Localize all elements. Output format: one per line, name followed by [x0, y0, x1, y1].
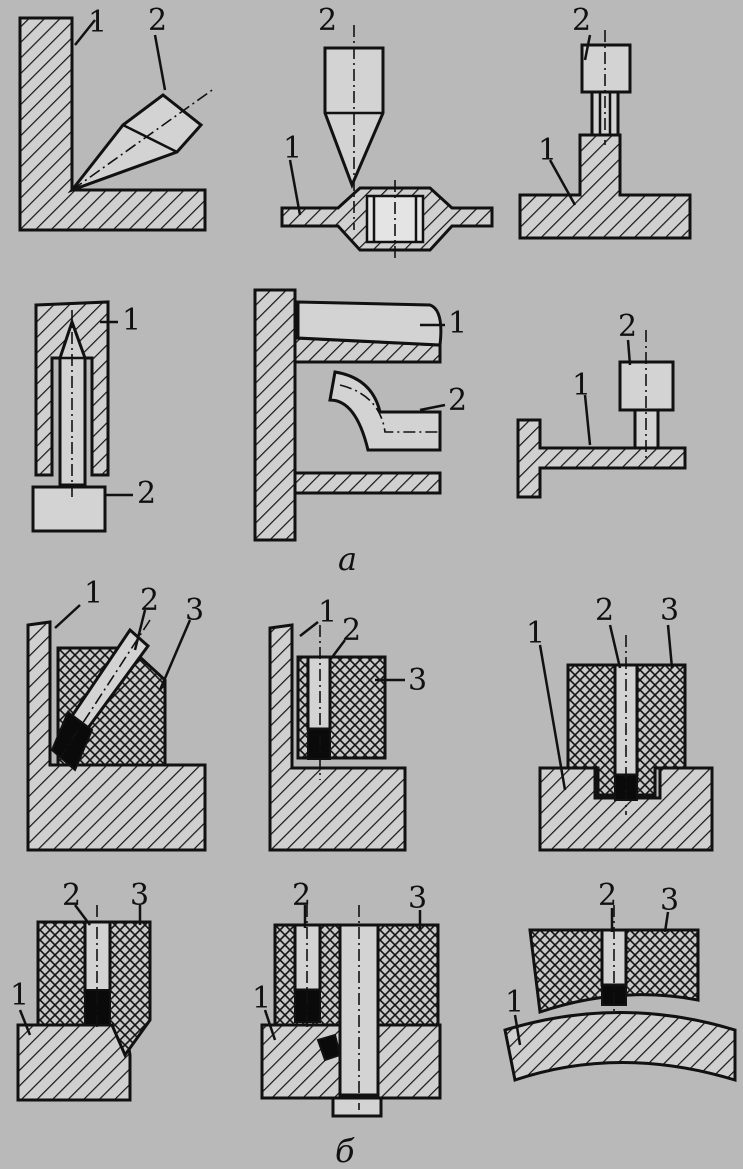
label-3: 3	[408, 663, 427, 698]
part-1-wall	[253, 288, 297, 542]
part-1-t-bar	[516, 418, 687, 499]
label-1: 1	[505, 985, 524, 1020]
label-2: 2	[137, 476, 156, 511]
label-2: 2	[595, 593, 614, 628]
label-2: 2	[618, 309, 637, 344]
label-2: 2	[62, 878, 81, 913]
label-2: 2	[292, 878, 311, 913]
label-3: 3	[408, 881, 427, 916]
label-1: 1	[572, 368, 591, 403]
part-1-base	[26, 620, 207, 852]
label-1: 1	[252, 981, 271, 1016]
part-1-curved-base	[503, 1011, 737, 1083]
label-1: 1	[10, 978, 29, 1013]
panel-b2: 1 2 3	[268, 595, 427, 852]
part-1-base	[16, 1023, 132, 1102]
label-3: 3	[130, 878, 149, 913]
label-1: 1	[526, 616, 545, 651]
part-1-upper-shelf	[296, 300, 443, 347]
sensor-2-angled	[67, 93, 204, 194]
label-1: 1	[318, 595, 337, 630]
label-2: 2	[342, 613, 361, 648]
caption-a: а	[338, 540, 357, 578]
label-1: 1	[88, 5, 107, 40]
label-2: 2	[318, 3, 337, 38]
label-1: 1	[448, 306, 467, 341]
label-1: 1	[84, 576, 103, 611]
panel-b6: 1 2 3	[503, 878, 737, 1083]
label-2: 2	[572, 3, 591, 38]
panel-a3: 2 1	[518, 3, 692, 240]
label-2: 2	[140, 583, 159, 618]
part-1-l-bracket	[18, 16, 207, 232]
label-1: 1	[122, 303, 141, 338]
label-3: 3	[185, 593, 204, 628]
panel-b4: 1 2 3	[10, 878, 152, 1102]
panel-a1: 1 2	[18, 3, 216, 232]
panel-b1: 1 2 3	[26, 576, 207, 852]
caption-b: б	[335, 1132, 355, 1169]
part-1-cap	[34, 300, 110, 477]
panel-a5: 1 2	[253, 288, 467, 542]
panel-a6: 1 2	[516, 309, 687, 499]
label-3: 3	[660, 593, 679, 628]
panel-b5: 1 2 3	[252, 878, 442, 1118]
sensor-element	[307, 728, 331, 760]
panel-a2: 1 2	[280, 3, 494, 262]
label-3: 3	[660, 883, 679, 918]
panel-a4: 1 2	[31, 300, 156, 533]
label-2: 2	[598, 878, 617, 913]
part-1-base	[268, 623, 407, 852]
label-1: 1	[538, 133, 557, 168]
panel-b3: 1 2 3	[526, 593, 714, 852]
label-2: 2	[148, 3, 167, 38]
sensor-2-curved	[328, 370, 442, 452]
part-1-t-piece	[518, 133, 692, 240]
sensor-2	[306, 655, 332, 731]
label-1: 1	[283, 131, 302, 166]
label-2: 2	[448, 383, 467, 418]
